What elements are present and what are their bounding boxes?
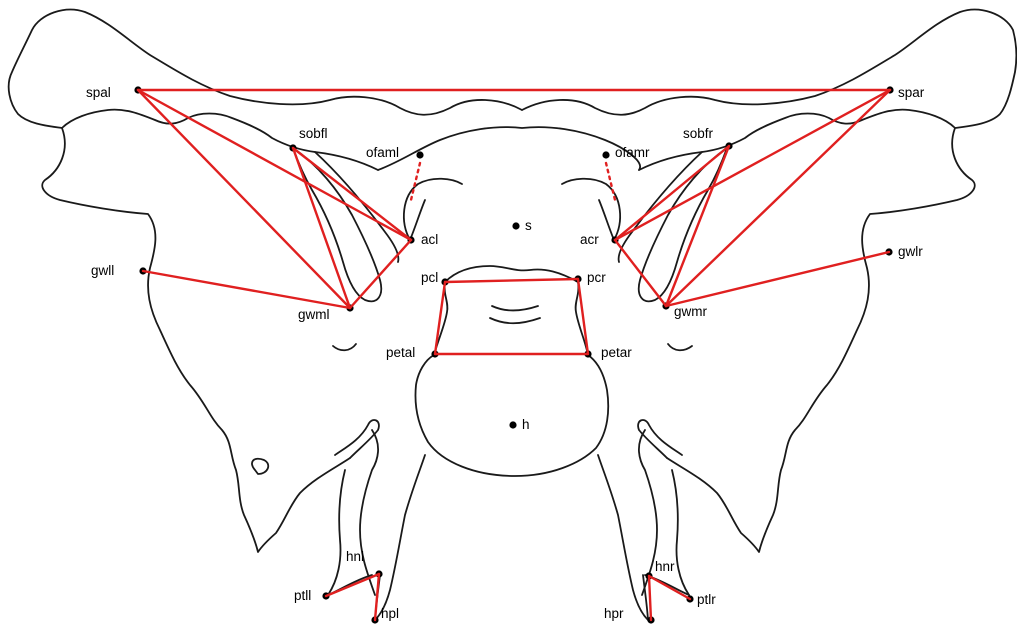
landmark-label-sobfr: sobfr xyxy=(683,126,714,141)
landmark-label-ptlr: ptlr xyxy=(697,592,716,607)
landmark-label-ofamr: ofamr xyxy=(615,145,650,160)
landmark-label-spal: spal xyxy=(86,85,111,100)
landmark-point-ofamr xyxy=(602,151,609,158)
landmark-label-gwll: gwll xyxy=(91,263,114,278)
measurement-lines xyxy=(138,90,890,620)
landmark-label-acl: acl xyxy=(421,232,438,247)
landmark-label-gwml: gwml xyxy=(298,307,330,322)
landmark-label-petar: petar xyxy=(601,345,632,360)
landmark-label-ptll: ptll xyxy=(294,588,311,603)
dotted-measurement-ofamr-acr xyxy=(606,163,615,200)
landmark-label-s: s xyxy=(525,218,532,233)
landmark-point-h xyxy=(509,421,516,428)
measurement-spar-acr xyxy=(615,90,890,240)
landmark-label-acr: acr xyxy=(580,232,599,247)
measurement-pcl-pcr xyxy=(445,279,578,282)
landmark-label-gwlr: gwlr xyxy=(898,244,923,259)
measurement-pcr-petar xyxy=(578,279,588,354)
landmark-point-s xyxy=(512,222,519,229)
landmark-label-sobfl: sobfl xyxy=(299,126,328,141)
landmark-label-h: h xyxy=(522,417,530,432)
measurement-spar-gwmr xyxy=(666,90,890,306)
measurement-hnr-hpr xyxy=(649,576,651,620)
landmark-label-ofaml: ofaml xyxy=(366,145,399,160)
landmark-label-pcr: pcr xyxy=(587,270,606,285)
landmark-label-pcl: pcl xyxy=(421,270,438,285)
landmark-label-spar: spar xyxy=(898,85,925,100)
landmark-label-hpr: hpr xyxy=(604,606,624,621)
measurement-sobfr-gwmr xyxy=(666,146,729,306)
measurement-spal-acl xyxy=(138,90,411,240)
dotted-measurement-ofaml-acl xyxy=(411,163,420,200)
measurement-sobfl-acl xyxy=(293,148,411,240)
measurement-hnl-hpl xyxy=(375,574,379,620)
landmark-label-hnr: hnr xyxy=(655,559,675,574)
measurement-acl-gwml xyxy=(350,240,411,308)
landmark-label-gwmr: gwmr xyxy=(674,304,708,319)
measurement-gwlr-gwmr xyxy=(666,252,889,306)
measurement-pcl-petal xyxy=(435,282,445,354)
landmark-label-hnl: hnl xyxy=(346,549,364,564)
landmark-label-petal: petal xyxy=(386,345,415,360)
measurement-sobfr-acr xyxy=(615,146,729,240)
landmark-point-ofaml xyxy=(416,151,423,158)
landmark-label-hpl: hpl xyxy=(381,606,399,621)
